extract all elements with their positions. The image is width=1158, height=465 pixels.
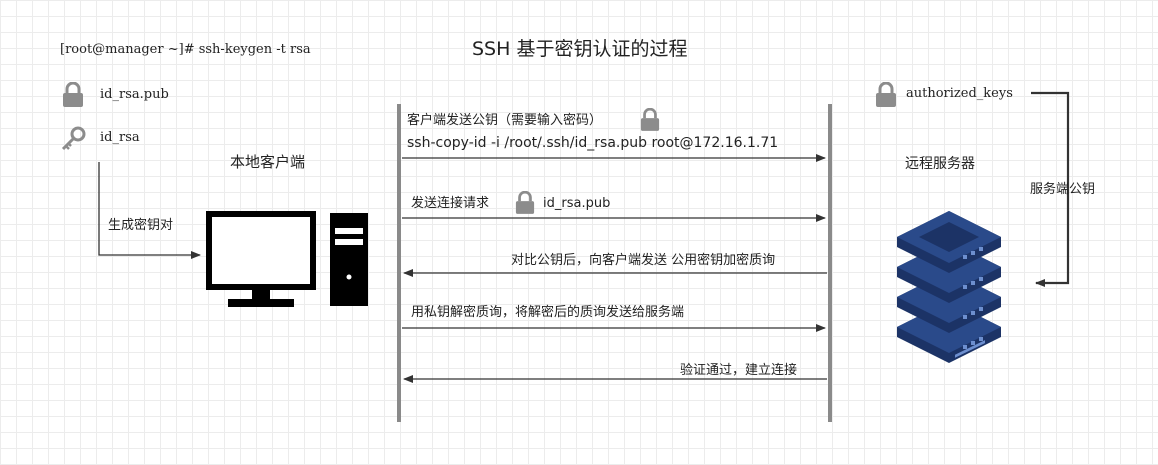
- computer-icon: [206, 211, 368, 307]
- server-pubkey-label: 服务端公钥: [1030, 182, 1096, 197]
- msg-send-pubkey-label: 客户端发送公钥（需要输入密码）: [407, 113, 603, 128]
- lock-icon: [515, 191, 535, 214]
- msg-auth-ok-label: 验证通过，建立连接: [680, 363, 798, 378]
- authorized-keys-label: authorized_keys: [906, 86, 1013, 101]
- arrow-server-pubkey: [1031, 91, 1070, 287]
- ssh-copy-id-command: ssh-copy-id -i /root/.ssh/id_rsa.pub roo…: [407, 135, 779, 151]
- lock-icon: [876, 82, 896, 107]
- generate-keypair-label: 生成密钥对: [108, 218, 174, 233]
- arrow-generate-keypair: [98, 162, 201, 259]
- server-stack-icon: [897, 211, 1001, 363]
- msg-connect-request-label: 发送连接请求: [411, 196, 490, 211]
- key-icon: [61, 126, 86, 151]
- server-name: 远程服务器: [905, 156, 975, 172]
- client-name: 本地客户端: [230, 153, 306, 171]
- diagram-title: SSH 基于密钥认证的过程: [472, 38, 688, 60]
- lock-icon: [63, 82, 83, 107]
- keygen-command: [root@manager ~]# ssh-keygen -t rsa: [60, 42, 311, 57]
- msg-connect-key-label: id_rsa.pub: [543, 196, 611, 211]
- lock-icon: [640, 108, 660, 131]
- msg-decrypt-response-label: 用私钥解密质询，将解密后的质询发送给服务端: [411, 305, 685, 320]
- client-pubkey-label: id_rsa.pub: [100, 87, 169, 102]
- msg-challenge-label: 对比公钥后，向客户端发送 公用密钥加密质询: [511, 253, 776, 268]
- client-privkey-label: id_rsa: [100, 130, 140, 145]
